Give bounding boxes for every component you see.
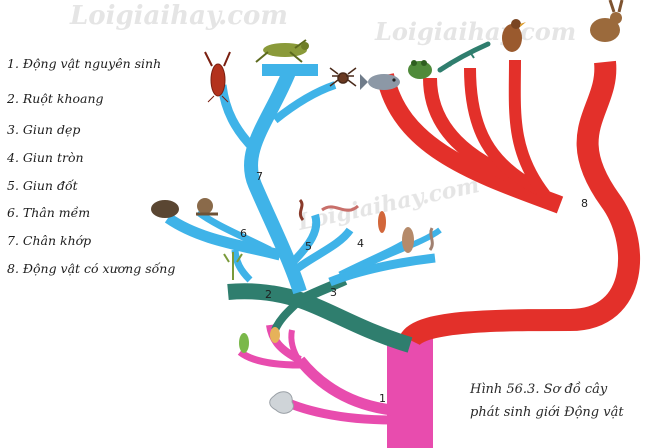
branch-number-labels: 1 2 3 4 5 6 7 8	[240, 170, 588, 405]
legend-item-2: 2. Ruột khoang	[7, 91, 104, 106]
hydra-icon	[223, 252, 243, 280]
watermark-text: Loigiaihay.com	[295, 172, 482, 236]
branch-number-3: 3	[330, 286, 337, 299]
branch-invertebrates	[164, 64, 442, 295]
clam-icon	[151, 200, 179, 218]
legend-item-5: 5. Giun đốt	[7, 178, 78, 193]
spider-icon	[329, 67, 357, 87]
watermark-text: Loigiaihay.com	[374, 17, 576, 46]
branch-number-6: 6	[240, 227, 247, 240]
frog-icon	[408, 60, 432, 79]
leech-icon	[378, 211, 386, 233]
branch-vertebrates	[376, 59, 641, 347]
branch-number-2: 2	[265, 288, 272, 301]
lobster-icon	[204, 51, 231, 103]
animal-icons	[151, 0, 624, 414]
legend-item-7: 7. Chân khớp	[7, 233, 92, 248]
watermarks: Loigiaihay.com Loigiaihay.com Loigiaihay…	[69, 1, 576, 236]
legend-item-8: 8. Động vật có xương sống	[7, 261, 176, 276]
euglena-icon	[239, 333, 249, 353]
branch-cnidaria-flatworm	[227, 275, 413, 353]
legend-item-6: 6. Thân mềm	[7, 205, 91, 220]
roundworm-icon	[402, 227, 434, 253]
legend-item-4: 4. Giun tròn	[7, 150, 84, 165]
bird-icon	[502, 19, 526, 52]
figure-caption-line-1: Hình 56.3. Sơ đồ cây	[470, 382, 608, 397]
trunk	[387, 337, 433, 448]
amoeba-icon	[269, 391, 294, 414]
earthworm-icon	[321, 204, 360, 212]
coral-icon	[270, 327, 280, 343]
watermark-text: Loigiaihay.com	[69, 1, 288, 31]
snail-icon	[196, 198, 218, 216]
legend-item-1: 1. Động vật nguyên sinh	[7, 56, 162, 71]
branch-number-7: 7	[256, 170, 263, 183]
branch-number-1: 1	[379, 392, 386, 405]
fish-icon	[360, 74, 400, 90]
branch-number-4: 4	[357, 237, 364, 250]
worm-icon	[298, 198, 305, 221]
figure-caption-line-2: phát sinh giới Động vật	[470, 405, 624, 420]
rabbit-icon	[590, 0, 624, 42]
branch-number-5: 5	[305, 240, 312, 253]
branch-number-8: 8	[581, 197, 588, 210]
grasshopper-icon	[255, 39, 309, 63]
legend-item-3: 3. Giun dẹp	[7, 122, 81, 137]
lizard-icon	[437, 41, 491, 73]
